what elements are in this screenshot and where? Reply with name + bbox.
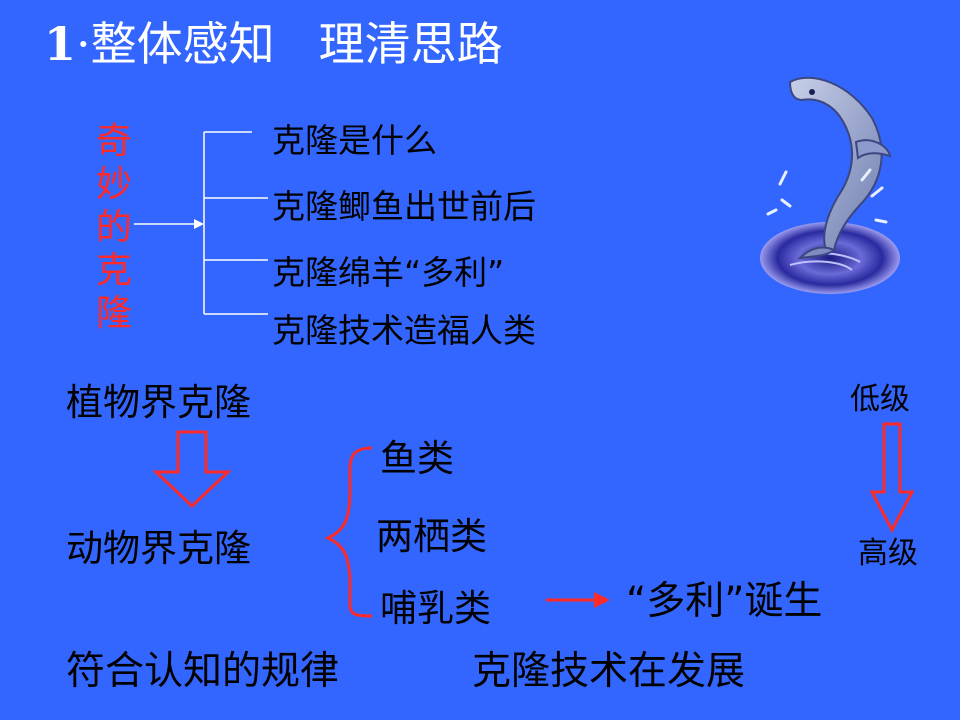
vertical-title: 奇妙的克隆 xyxy=(95,121,132,334)
title-part2: 理清思路 xyxy=(318,17,503,71)
branch-item: 克隆鲫鱼出世前后 xyxy=(272,187,536,226)
summary-rule: 符合认知的规律 xyxy=(66,649,340,694)
level-low: 低级 xyxy=(850,382,910,417)
curly-brace-icon xyxy=(324,446,373,618)
animal-type-fish: 鱼类 xyxy=(380,437,454,480)
level-high: 高级 xyxy=(858,536,918,571)
branch-item: 克隆是什么 xyxy=(272,121,437,160)
animal-type-amphibian: 两栖类 xyxy=(376,515,487,558)
dolly-birth: “多利”诞生 xyxy=(626,579,823,624)
branch-item: 克隆绵羊“多利” xyxy=(272,253,505,292)
summary-tech: 克隆技术在发展 xyxy=(472,649,746,694)
branch-item: 克隆技术造福人类 xyxy=(272,311,536,350)
animal-cloning: 动物界克隆 xyxy=(66,527,251,570)
plant-cloning: 植物界克隆 xyxy=(66,381,251,424)
title-separator: · xyxy=(76,17,91,71)
page-title: 1·整体感知理清思路 xyxy=(44,8,503,74)
title-number: 1 xyxy=(44,17,77,71)
animal-type-mammal: 哺乳类 xyxy=(380,587,491,630)
down-arrow-icon xyxy=(152,430,232,509)
title-part1: 整体感知 xyxy=(90,17,275,71)
level-arrow-icon xyxy=(869,422,915,534)
